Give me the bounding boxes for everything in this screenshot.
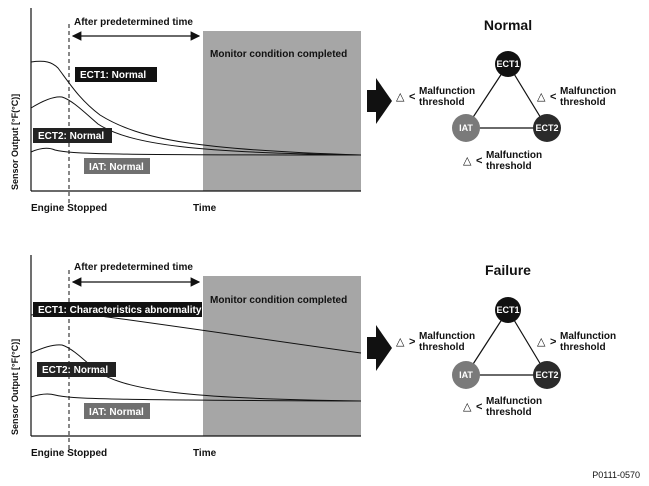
- x-end-label: Time: [193, 448, 217, 459]
- monitor-label: Monitor condition completed: [210, 295, 347, 306]
- node-ect1: [495, 51, 521, 77]
- svg-text:<: <: [409, 91, 415, 103]
- svg-text:threshold: threshold: [486, 407, 532, 418]
- node-iat: [452, 361, 480, 389]
- svg-text:<: <: [476, 401, 482, 413]
- node-iat-label: IAT: [459, 370, 473, 380]
- ect1-tag-text: ECT1: Characteristics abnormality: [38, 305, 202, 316]
- y-axis-label: Sensor Output [°F(°C)]: [10, 339, 20, 435]
- iat-curve: [30, 147, 362, 156]
- transition-arrow: [367, 325, 392, 371]
- svg-text:threshold: threshold: [486, 161, 532, 172]
- node-ect1: [495, 297, 521, 323]
- svg-text:△: △: [537, 91, 546, 103]
- x-start-label: Engine Stopped: [31, 203, 107, 214]
- transition-arrow: [367, 78, 392, 124]
- svg-text:>: >: [409, 336, 415, 348]
- monitor-label: Monitor condition completed: [210, 49, 347, 60]
- iat-tag-text: IAT: Normal: [89, 407, 144, 418]
- svg-text:△: △: [463, 155, 472, 167]
- ect2-tag-text: ECT2: Normal: [42, 365, 108, 376]
- time-span-label: After predetermined time: [74, 17, 193, 28]
- node-iat-label: IAT: [459, 123, 473, 133]
- svg-text:△: △: [396, 91, 405, 103]
- svg-text:<: <: [550, 91, 556, 103]
- iat-tag: [84, 158, 150, 174]
- iat-curve: [30, 393, 362, 402]
- node-ect1-label: ECT1: [496, 305, 519, 315]
- ect1-tag: [33, 302, 202, 317]
- svg-text:Malfunction: Malfunction: [486, 150, 542, 161]
- diagram-title: Failure: [485, 262, 531, 278]
- failure-panel: Monitor condition completed Sensor Outpu…: [10, 255, 616, 459]
- svg-text:Malfunction: Malfunction: [486, 396, 542, 407]
- threshold-bottom: △ < Malfunction threshold: [463, 396, 542, 418]
- node-ect2: [533, 114, 561, 142]
- svg-text:Malfunction: Malfunction: [560, 331, 616, 342]
- time-span-label: After predetermined time: [74, 262, 193, 273]
- svg-text:threshold: threshold: [419, 342, 465, 353]
- figure-id: P0111-0570: [592, 470, 640, 480]
- threshold-left: △ < Malfunction threshold: [396, 86, 475, 108]
- threshold-bottom: △ < Malfunction threshold: [463, 150, 542, 172]
- diagram-title: Normal: [484, 17, 532, 33]
- svg-text:Malfunction: Malfunction: [560, 86, 616, 97]
- iat-tag-text: IAT: Normal: [89, 162, 144, 173]
- normal-panel: Monitor condition completed Sensor Outpu…: [10, 8, 616, 214]
- ect1-tag-text: ECT1: Normal: [80, 70, 146, 81]
- svg-text:△: △: [396, 336, 405, 348]
- x-start-label: Engine Stopped: [31, 448, 107, 459]
- threshold-left: △ > Malfunction threshold: [396, 331, 475, 353]
- svg-text:Malfunction: Malfunction: [419, 86, 475, 97]
- svg-text:threshold: threshold: [419, 97, 465, 108]
- ect2-curve: [30, 96, 362, 156]
- y-axis-label: Sensor Output [°F(°C)]: [10, 94, 20, 190]
- ect2-tag: [33, 128, 112, 143]
- iat-tag: [84, 403, 150, 419]
- svg-text:<: <: [476, 155, 482, 167]
- svg-text:>: >: [550, 336, 556, 348]
- threshold-right: △ > Malfunction threshold: [537, 331, 616, 353]
- svg-text:△: △: [537, 336, 546, 348]
- node-ect2-label: ECT2: [535, 370, 558, 380]
- svg-text:threshold: threshold: [560, 342, 606, 353]
- ect1-curve: [30, 60, 362, 156]
- node-ect1-label: ECT1: [496, 59, 519, 69]
- svg-text:threshold: threshold: [560, 97, 606, 108]
- svg-text:Malfunction: Malfunction: [419, 331, 475, 342]
- svg-text:△: △: [463, 401, 472, 413]
- ect2-tag-text: ECT2: Normal: [38, 131, 104, 142]
- node-ect2: [533, 361, 561, 389]
- ect2-tag: [37, 362, 116, 377]
- x-end-label: Time: [193, 203, 217, 214]
- node-iat: [452, 114, 480, 142]
- monitor-region: [203, 276, 361, 436]
- threshold-right: △ < Malfunction threshold: [537, 86, 616, 108]
- ect1-tag: [75, 67, 157, 82]
- node-ect2-label: ECT2: [535, 123, 558, 133]
- monitor-region: [203, 31, 361, 191]
